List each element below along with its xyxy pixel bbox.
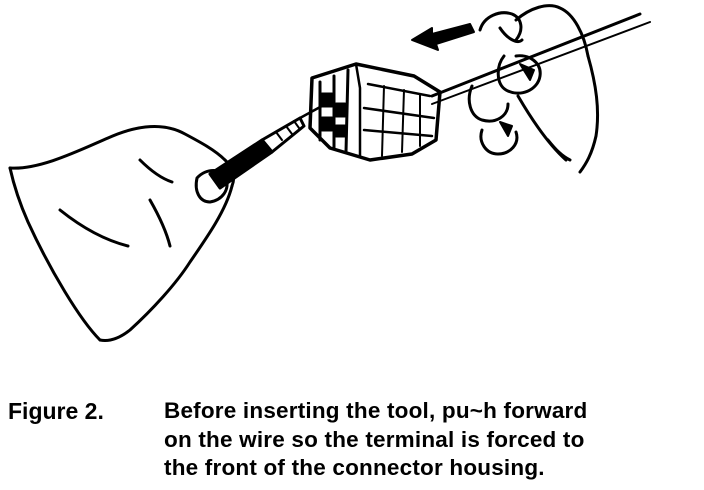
left-hand <box>8 124 236 342</box>
figure-label: Figure 2. <box>8 398 104 424</box>
caption-line: Before inserting the tool, pu~h forward <box>164 398 588 423</box>
figure-illustration <box>8 4 651 342</box>
extraction-tool <box>208 104 324 190</box>
push-direction-arrow <box>411 23 475 51</box>
wire <box>430 12 651 105</box>
connector-housing <box>308 62 442 162</box>
figure-caption: Figure 2. Before inserting the tool, pu~… <box>0 398 704 490</box>
caption-line: the front of the connector housing. <box>164 455 545 480</box>
caption-line: on the wire so the terminal is forced to <box>164 427 585 452</box>
right-hand <box>467 4 600 174</box>
